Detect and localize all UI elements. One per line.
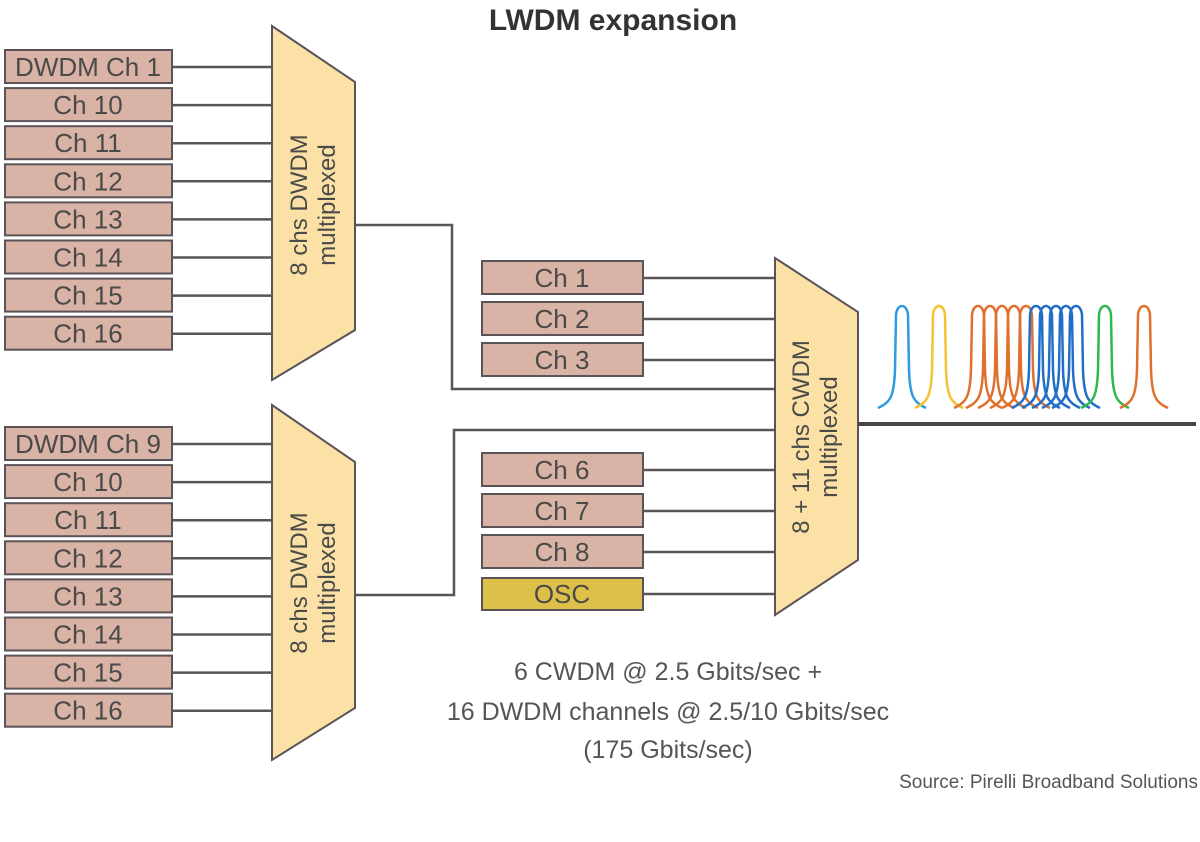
dwdm-mux-1-label: 8 chs DWDM multiplexed (286, 134, 341, 275)
dwdm-group-1: DWDM Ch 1 Ch 10 Ch 11 Ch 12 Ch 13 Ch 14 Ch 15 C… (4, 49, 272, 351)
channel-label: Ch 12 (53, 543, 122, 573)
dwdm-mux-2-label-line1: 8 chs DWDM (286, 512, 313, 653)
cwdm-mux-label: 8 + 11 chs CWDM multiplexed (788, 340, 843, 534)
spectrum-peak (1051, 304, 1101, 410)
cwdm-upper-group: Ch 1 Ch 2 Ch 3 (481, 260, 775, 377)
channel-label: DWDM Ch 1 (15, 52, 161, 82)
trunk-line-1 (355, 223, 775, 391)
dwdm-group-2: DWDM Ch 9 Ch 10 Ch 11 Ch 12 Ch 13 Ch 14 Ch 15 C… (4, 426, 272, 728)
spectrum-peak (953, 304, 1003, 410)
channel-label: Ch 13 (53, 204, 122, 234)
spectrum-peak (977, 304, 1027, 410)
cwdm-channel-box (481, 301, 644, 336)
channel-label: Ch 16 (53, 319, 122, 349)
channel-label: Ch 15 (53, 658, 122, 688)
spectrum-peak (1021, 304, 1071, 410)
spectrum-peak (914, 304, 964, 410)
spectrum-peak (1119, 304, 1169, 410)
spectrum-peak (1001, 304, 1051, 410)
channel-box (4, 616, 173, 652)
channel-box (4, 502, 173, 538)
dwdm-mux-1-label-line1: 8 chs DWDM (286, 134, 313, 275)
channel-label: Ch 14 (53, 620, 122, 650)
caption-line-3: (175 Gbits/sec) (583, 736, 753, 764)
channel-box (4, 654, 173, 690)
dwdm-mux-2-label: 8 chs DWDM multiplexed (286, 512, 341, 653)
channel-label: Ch 12 (53, 166, 122, 196)
spectrum-peak (1080, 304, 1130, 410)
cwdm-channel-box (481, 493, 644, 528)
source-credit: Source: Pirelli Broadband Solutions (899, 772, 1198, 793)
channel-label: Ch 13 (53, 581, 122, 611)
cwdm-channel-label: Ch 6 (535, 455, 590, 485)
spectrum-peak (877, 304, 927, 410)
trunk-line-2 (355, 428, 775, 597)
channel-label: DWDM Ch 9 (15, 429, 161, 459)
channel-box (4, 277, 173, 313)
channel-label: Ch 10 (53, 90, 122, 120)
channel-box (4, 692, 173, 728)
channel-label: Ch 10 (53, 467, 122, 497)
channel-label: Ch 11 (54, 128, 121, 158)
cwdm-channel-label: Ch 3 (535, 345, 590, 375)
channel-box (4, 464, 173, 500)
cwdm-mux-label-line1: 8 + 11 chs CWDM (788, 340, 815, 534)
channel-box (4, 163, 173, 199)
spectrum-peak (1011, 304, 1061, 410)
cwdm-mux (774, 256, 859, 617)
channel-label: Ch 14 (53, 243, 122, 273)
cwdm-channel-box (481, 342, 644, 377)
channel-box (4, 87, 173, 123)
caption-line-1: 6 CWDM @ 2.5 Gbits/sec + (514, 658, 822, 686)
dwdm-mux-1-label-line2: multiplexed (314, 144, 341, 265)
channel-box (4, 49, 173, 84)
cwdm-channel-label: Ch 8 (535, 537, 590, 567)
cwdm-channel-label: Ch 7 (535, 496, 590, 526)
spectrum-plot (877, 304, 1169, 410)
cwdm-lower-group: Ch 6 Ch 7 Ch 8 (481, 452, 775, 569)
osc-label: OSC (534, 579, 590, 609)
channel-label: Ch 15 (53, 281, 122, 311)
cwdm-channel-label: Ch 2 (535, 304, 590, 334)
channel-box (4, 426, 173, 461)
spectrum-peak (965, 304, 1015, 410)
dwdm-mux-2-label-line2: multiplexed (314, 522, 341, 643)
cwdm-channel-label: Ch 1 (535, 263, 590, 293)
dwdm-mux-1 (271, 24, 356, 382)
osc-box (481, 577, 644, 611)
cwdm-mux-label-line2: multiplexed (816, 376, 843, 497)
channel-label: Ch 16 (53, 696, 122, 726)
cwdm-channel-box (481, 534, 644, 569)
caption-line-2: 16 DWDM channels @ 2.5/10 Gbits/sec (447, 698, 889, 726)
diagram-title: LWDM expansion (489, 4, 737, 37)
spectrum-peak (1031, 304, 1081, 410)
channel-label: Ch 11 (54, 505, 121, 535)
channel-box (4, 125, 173, 161)
dwdm-mux-2 (271, 403, 356, 762)
spectrum-peak (1041, 304, 1091, 410)
